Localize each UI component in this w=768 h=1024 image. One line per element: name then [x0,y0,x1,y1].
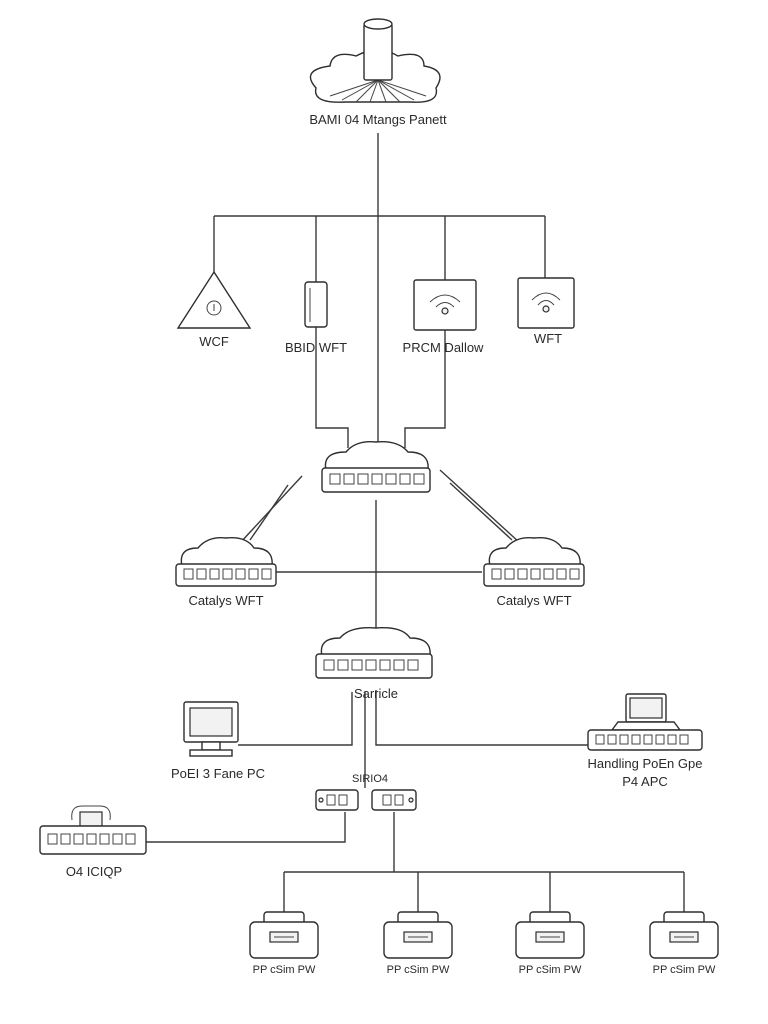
desktop-computer-icon [183,701,239,757]
desk-pc-label: PoEI 3 Fane PC [171,766,265,781]
printer-2-label: PP cSim PW [387,964,450,976]
ap-panel-b-label: WFT [534,331,562,346]
router-icon [39,805,147,855]
cloud-tower-icon [309,18,441,103]
printer-1-label: PP cSim PW [253,964,316,976]
handling-station-label-2: P4 APC [622,774,668,789]
printer-3-label: PP cSim PW [519,964,582,976]
small-switch-label: SIRIO4 [352,773,388,785]
ap-panel-a-label: PRCM Dallow [403,340,485,355]
printer-icon [249,911,319,959]
ap-tube-label: BBID WFT [285,340,347,355]
network-switch-icon [321,441,431,493]
catalyst-right-label: Catalys WFT [496,593,571,608]
network-switch-icon [175,537,277,587]
network-switch-icon [371,789,417,811]
wifi-panel-icon [413,279,477,331]
top-panel-label: BAMI 04 Mtangs Panett [309,112,447,127]
printer-icon [383,911,453,959]
handling-station-label-1: Handling PoEn Gpe [588,756,703,771]
network-switch-icon [315,627,433,679]
warning-triangle-icon [176,270,252,329]
antenna-tube-icon [304,281,328,328]
printer-icon [515,911,585,959]
wifi-panel-icon [517,277,575,329]
printer-icon [649,911,719,959]
catalyst-left-label: Catalys WFT [188,593,263,608]
core-switch-label: Sarricle [354,686,398,701]
connection-lines [146,133,685,918]
network-switch-icon [315,789,359,811]
ap-warning-label: WCF [199,334,229,349]
network-switch-icon [483,537,585,587]
laptop-icon [587,693,703,751]
router-left-label: O4 ICIQP [66,864,122,879]
printer-4-label: PP cSim PW [653,964,716,976]
